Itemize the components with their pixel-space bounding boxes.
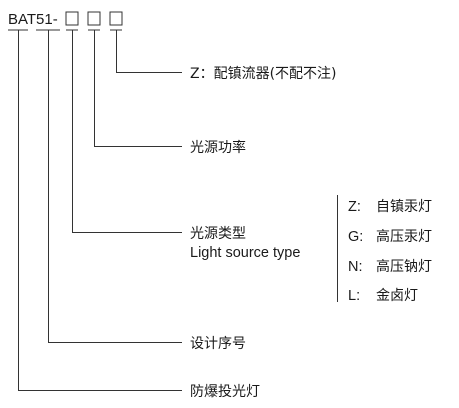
label-source-type-en: Light source type: [190, 245, 300, 261]
source-type-value: 高压汞灯: [376, 228, 432, 245]
source-type-value: 金卤灯: [376, 288, 418, 304]
code-box-2: [87, 11, 101, 26]
light-source-type-list: Z: 自镇汞灯 G: 高压汞灯 N: 高压钠灯 L: 金卤灯: [348, 199, 432, 304]
leader-source-type: [72, 30, 182, 233]
label-source-type-cn: 光源类型: [190, 226, 246, 242]
code-box-1: [65, 11, 79, 26]
source-type-key: G:: [348, 229, 363, 245]
source-type-key: Z:: [348, 199, 361, 215]
label-power: 光源功率: [190, 139, 246, 156]
source-type-value: 自镇汞灯: [376, 199, 432, 215]
code-box-3: [109, 11, 123, 26]
source-type-key: L:: [348, 288, 360, 304]
leader-product: [18, 30, 182, 391]
source-type-key: N:: [348, 259, 363, 275]
label-product: 防爆投光灯: [190, 384, 260, 400]
leader-power: [94, 30, 182, 147]
leader-serial: [48, 30, 182, 343]
source-type-value: 高压钠灯: [376, 258, 432, 275]
label-serial: 设计序号: [190, 336, 246, 352]
model-code-prefix: BAT51-: [8, 11, 58, 28]
leader-ballast: [116, 30, 182, 73]
label-ballast: Z：配镇流器(不配不注): [190, 66, 337, 82]
